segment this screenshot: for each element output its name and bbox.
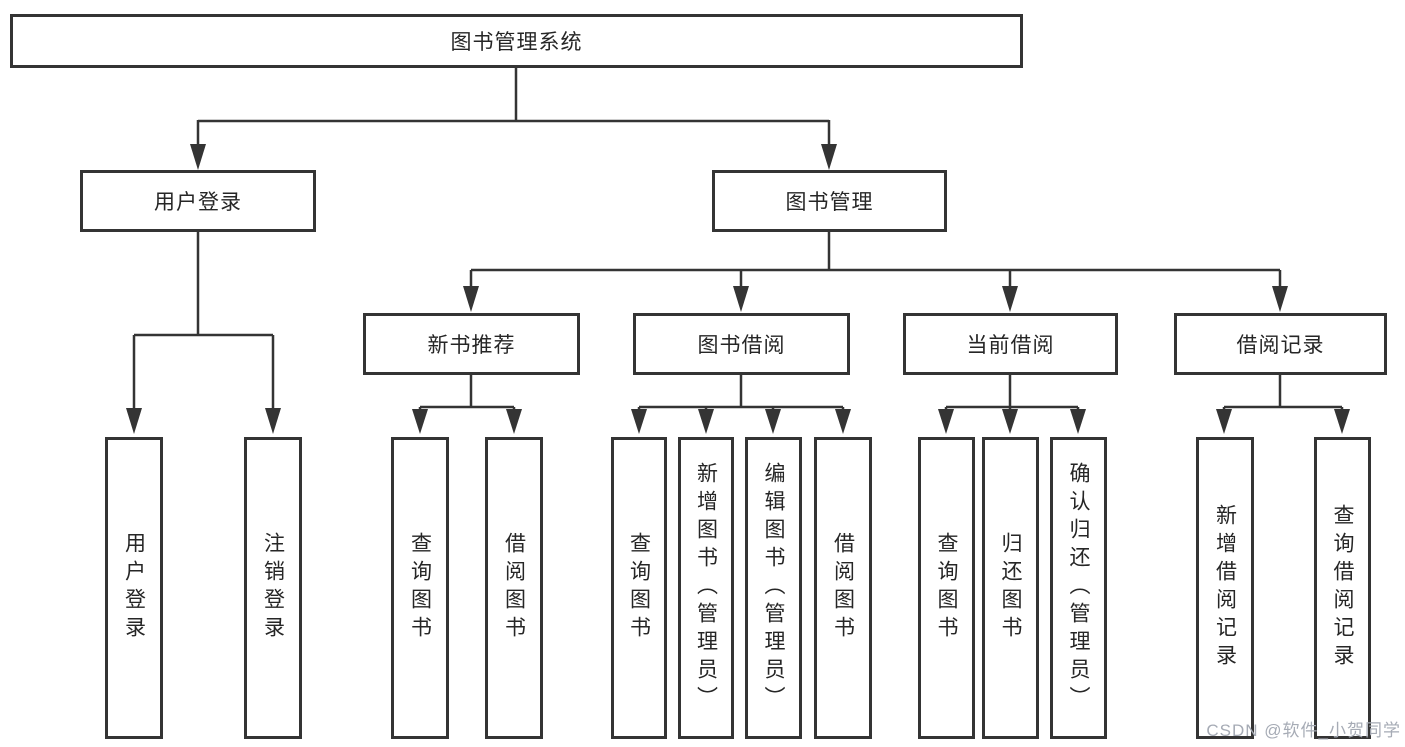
arrowhead-down-icon [1002, 286, 1018, 312]
arrowhead-down-icon [631, 409, 647, 434]
leaf-borrow-edit-book-admin: 编辑图书（管理员） [745, 437, 802, 739]
arrowhead-down-icon [938, 409, 954, 434]
node-root-system: 图书管理系统 [10, 14, 1023, 68]
arrowhead-down-icon [698, 409, 714, 434]
leaf-logout: 注销登录 [244, 437, 302, 739]
arrowhead-down-icon [412, 409, 428, 434]
arrowhead-down-icon [821, 144, 837, 170]
leaf-recommend-query-books: 查询图书 [391, 437, 449, 739]
arrowhead-down-icon [126, 408, 142, 434]
node-current-borrowing: 当前借阅 [903, 313, 1118, 375]
arrowhead-down-icon [1334, 409, 1350, 434]
node-book-management: 图书管理 [712, 170, 947, 232]
arrowhead-down-icon [1002, 409, 1018, 434]
arrowhead-down-icon [1216, 409, 1232, 434]
leaf-recommend-borrow-books: 借阅图书 [485, 437, 543, 739]
leaf-current-return-books: 归还图书 [982, 437, 1039, 739]
arrowhead-down-icon [1070, 409, 1086, 434]
arrowhead-down-icon [506, 409, 522, 434]
arrowhead-down-icon [463, 286, 479, 312]
leaf-current-query-books: 查询图书 [918, 437, 975, 739]
leaf-records-query-record: 查询借阅记录 [1314, 437, 1371, 739]
node-user-login: 用户登录 [80, 170, 316, 232]
leaf-borrow-add-book-admin: 新增图书（管理员） [678, 437, 734, 739]
node-book-borrowing: 图书借阅 [633, 313, 850, 375]
leaf-records-add-record: 新增借阅记录 [1196, 437, 1254, 739]
leaf-borrow-query-books: 查询图书 [611, 437, 667, 739]
node-borrowing-records: 借阅记录 [1174, 313, 1387, 375]
leaf-user-login: 用户登录 [105, 437, 163, 739]
arrowhead-down-icon [765, 409, 781, 434]
arrowheads [126, 144, 1350, 434]
csdn-watermark: CSDN @软件_小贺同学 [1206, 721, 1401, 740]
leaf-borrow-borrow-books: 借阅图书 [814, 437, 872, 739]
arrowhead-down-icon [1272, 286, 1288, 312]
arrowhead-down-icon [190, 144, 206, 170]
arrowhead-down-icon [835, 409, 851, 434]
arrowhead-down-icon [265, 408, 281, 434]
leaf-current-confirm-return-admin: 确认归还（管理员） [1050, 437, 1107, 739]
node-new-book-recommend: 新书推荐 [363, 313, 580, 375]
arrowhead-down-icon [733, 286, 749, 312]
